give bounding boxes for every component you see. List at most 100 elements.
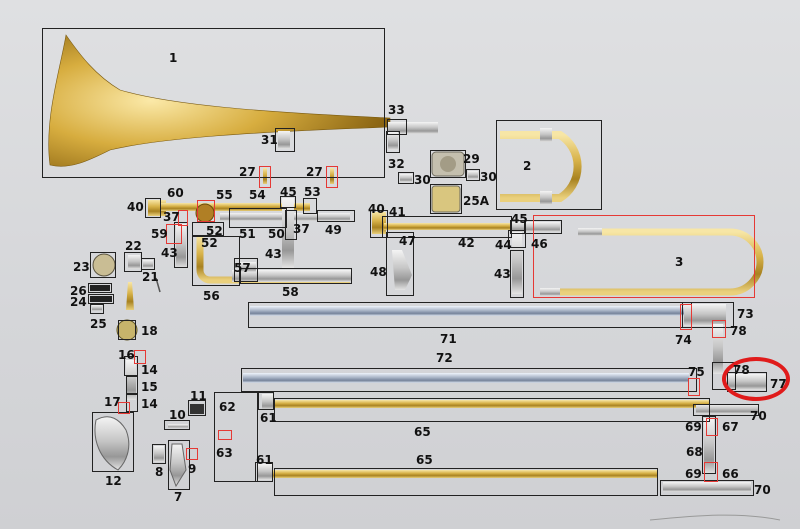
label-47: 47 — [399, 234, 416, 248]
redbox-part-78a — [712, 320, 726, 338]
box-part-10 — [164, 420, 190, 430]
box-part-62 — [214, 392, 258, 482]
label-10: 10 — [169, 408, 186, 422]
label-63: 63 — [216, 446, 233, 460]
label-66: 66 — [722, 467, 739, 481]
label-40-b: 40 — [368, 202, 385, 216]
label-69-a: 69 — [685, 420, 702, 434]
box-part-44 — [508, 230, 526, 248]
label-3: 3 — [675, 255, 684, 269]
box-part-11 — [188, 400, 206, 416]
label-65-b: 65 — [416, 453, 433, 467]
box-part-45b — [510, 220, 526, 234]
label-15: 15 — [141, 380, 158, 394]
label-26: 26 — [70, 284, 87, 298]
label-70-b: 70 — [754, 483, 771, 497]
box-bell-section — [42, 28, 385, 178]
box-part-23 — [90, 252, 116, 278]
label-42: 42 — [458, 236, 475, 250]
label-27-left: 27 — [239, 165, 256, 179]
label-41: 41 — [389, 205, 406, 219]
label-78-a: 78 — [730, 324, 747, 338]
label-70-a: 70 — [750, 409, 767, 423]
redbox-part-37 — [178, 210, 188, 226]
label-45-a: 45 — [280, 185, 297, 199]
label-32: 32 — [388, 157, 405, 171]
box-part-43b — [510, 250, 524, 298]
label-14-b: 14 — [141, 397, 158, 411]
label-58: 58 — [282, 285, 299, 299]
box-part-24 — [88, 294, 114, 304]
label-69-b: 69 — [685, 467, 702, 481]
box-part-29 — [430, 150, 466, 178]
label-61-a: 61 — [260, 411, 277, 425]
redbox-part-17 — [118, 402, 130, 414]
label-71: 71 — [440, 332, 457, 346]
box-part-72 — [241, 368, 697, 392]
label-7: 7 — [174, 490, 183, 504]
box-part-12 — [92, 412, 134, 472]
label-12: 12 — [105, 474, 122, 488]
label-21: 21 — [142, 270, 159, 284]
label-72: 72 — [436, 351, 453, 365]
box-part-32 — [386, 131, 400, 153]
label-45-b: 45 — [511, 212, 528, 226]
box-part-70a — [693, 404, 759, 416]
box-part-16 — [124, 356, 138, 376]
box-part-70b — [660, 480, 754, 496]
label-52: 52 — [206, 224, 223, 238]
label-54: 54 — [249, 188, 266, 202]
box-part-8 — [152, 444, 166, 464]
label-8: 8 — [155, 465, 164, 479]
box-part-68 — [702, 416, 716, 474]
label-60: 60 — [167, 186, 184, 200]
box-part-22 — [124, 252, 142, 272]
label-67: 67 — [722, 420, 739, 434]
label-44: 44 — [495, 238, 512, 252]
label-50: 50 — [268, 227, 285, 241]
box-part-43a — [174, 222, 188, 268]
box-part-46 — [524, 220, 562, 234]
box-part-31 — [275, 128, 295, 152]
redbox-part-9 — [186, 448, 198, 460]
box-part-26 — [88, 283, 112, 293]
redbox-part-63 — [218, 430, 232, 440]
box-part-52 — [192, 222, 224, 236]
box-part-14b — [126, 394, 138, 412]
box-part-30b — [466, 169, 480, 181]
redbox-part-59 — [166, 224, 182, 244]
box-part-41 — [382, 216, 512, 238]
box-part-58 — [240, 268, 352, 284]
label-68: 68 — [686, 445, 703, 459]
box-part-61a — [258, 392, 274, 410]
box-part-40a — [145, 198, 161, 218]
redbox-part-75 — [688, 378, 700, 396]
redbox-part-3 — [533, 215, 755, 298]
label-33: 33 — [388, 103, 405, 117]
label-37-a: 37 — [163, 210, 180, 224]
label-25: 25 — [90, 317, 107, 331]
label-37-b: 37 — [293, 222, 310, 236]
box-part-21 — [141, 258, 155, 270]
box-part-45a — [280, 196, 296, 208]
box-part-30a — [398, 172, 414, 184]
label-27-right: 27 — [306, 165, 323, 179]
box-part-51 — [229, 208, 287, 228]
label-53: 53 — [304, 185, 321, 199]
box-part-33 — [387, 119, 407, 135]
label-61-b: 61 — [256, 453, 273, 467]
label-24: 24 — [70, 295, 87, 309]
highlight-circle-part-77 — [722, 357, 790, 401]
box-part-7 — [168, 440, 190, 490]
box-part-65a — [274, 398, 710, 422]
box-part-48 — [386, 232, 414, 296]
label-14-a: 14 — [141, 363, 158, 377]
label-43-b: 43 — [265, 247, 282, 261]
box-part-18 — [118, 320, 136, 340]
label-56: 56 — [203, 289, 220, 303]
label-49: 49 — [325, 223, 342, 237]
label-2: 2 — [523, 159, 532, 173]
label-48: 48 — [370, 265, 387, 279]
box-part-25 — [90, 304, 104, 314]
box-part-71 — [248, 302, 692, 328]
